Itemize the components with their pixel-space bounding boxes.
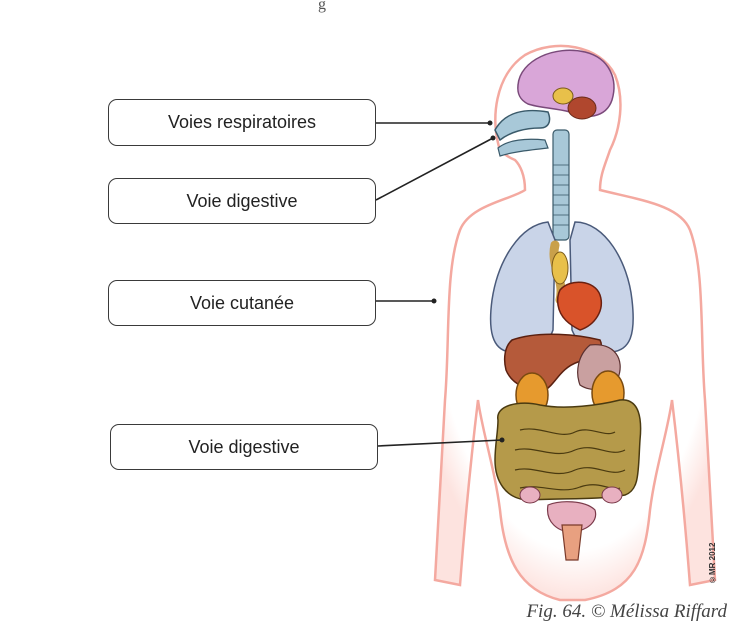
left-ovary xyxy=(520,487,540,503)
top-text-fragment: g xyxy=(318,0,326,14)
leader-line-digestive-intestine xyxy=(378,440,502,446)
figure-caption: Fig. 64. © Mélissa Riffard xyxy=(526,601,727,623)
brainstem xyxy=(553,88,573,104)
right-ovary xyxy=(602,487,622,503)
label-text: Voies respiratoires xyxy=(168,112,316,133)
label-text: Voie digestive xyxy=(188,437,299,458)
label-text: Voie digestive xyxy=(186,191,297,212)
label-box-cutaneous: Voie cutanée xyxy=(108,280,376,326)
label-box-digestive-intestine: Voie digestive xyxy=(110,424,378,470)
cerebellum xyxy=(568,97,596,119)
thyroid xyxy=(552,252,568,284)
uterus xyxy=(562,525,582,560)
label-box-respiratory: Voies respiratoires xyxy=(108,99,376,146)
copyright-mark: ©MR 2012 xyxy=(708,530,724,596)
leader-line-digestive-mouth xyxy=(376,138,493,200)
label-text: Voie cutanée xyxy=(190,293,294,314)
label-box-digestive-mouth: Voie digestive xyxy=(108,178,376,224)
